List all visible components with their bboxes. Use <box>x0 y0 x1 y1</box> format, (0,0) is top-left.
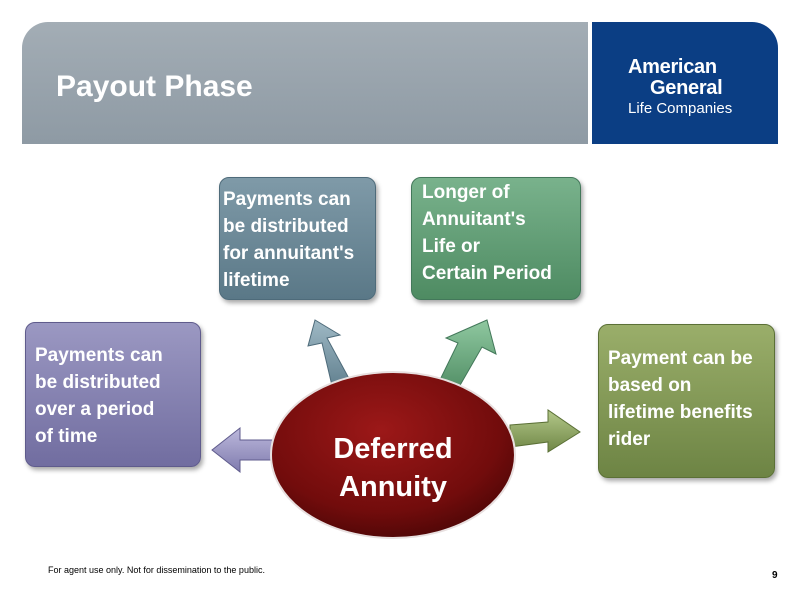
company-logo: American General Life Companies <box>592 22 778 144</box>
footer-disclaimer: For agent use only. Not for disseminatio… <box>48 565 265 575</box>
center-node <box>270 371 516 539</box>
node-life-or-certain-period: Longer of Annuitant's Life or Certain Pe… <box>411 177 581 300</box>
header-bar <box>22 22 588 144</box>
slide-title: Payout Phase <box>56 70 253 103</box>
node-period-of-time: Payments can be distributed over a perio… <box>25 322 201 467</box>
arrow-to-top-left <box>307 319 353 391</box>
node-lifetime-benefits-rider: Payment can be based on lifetime benefit… <box>598 324 775 478</box>
arrow-to-left <box>211 426 276 474</box>
logo-line-american: American <box>628 56 717 78</box>
logo-line-life-companies: Life Companies <box>628 100 733 117</box>
node-annuitant-lifetime: Payments can be distributed for annuitan… <box>219 177 376 300</box>
page-number: 9 <box>772 570 778 581</box>
logo-line-general: General <box>650 77 723 99</box>
arrow-to-right <box>509 409 581 453</box>
center-node-label: Deferred Annuity <box>333 433 453 503</box>
